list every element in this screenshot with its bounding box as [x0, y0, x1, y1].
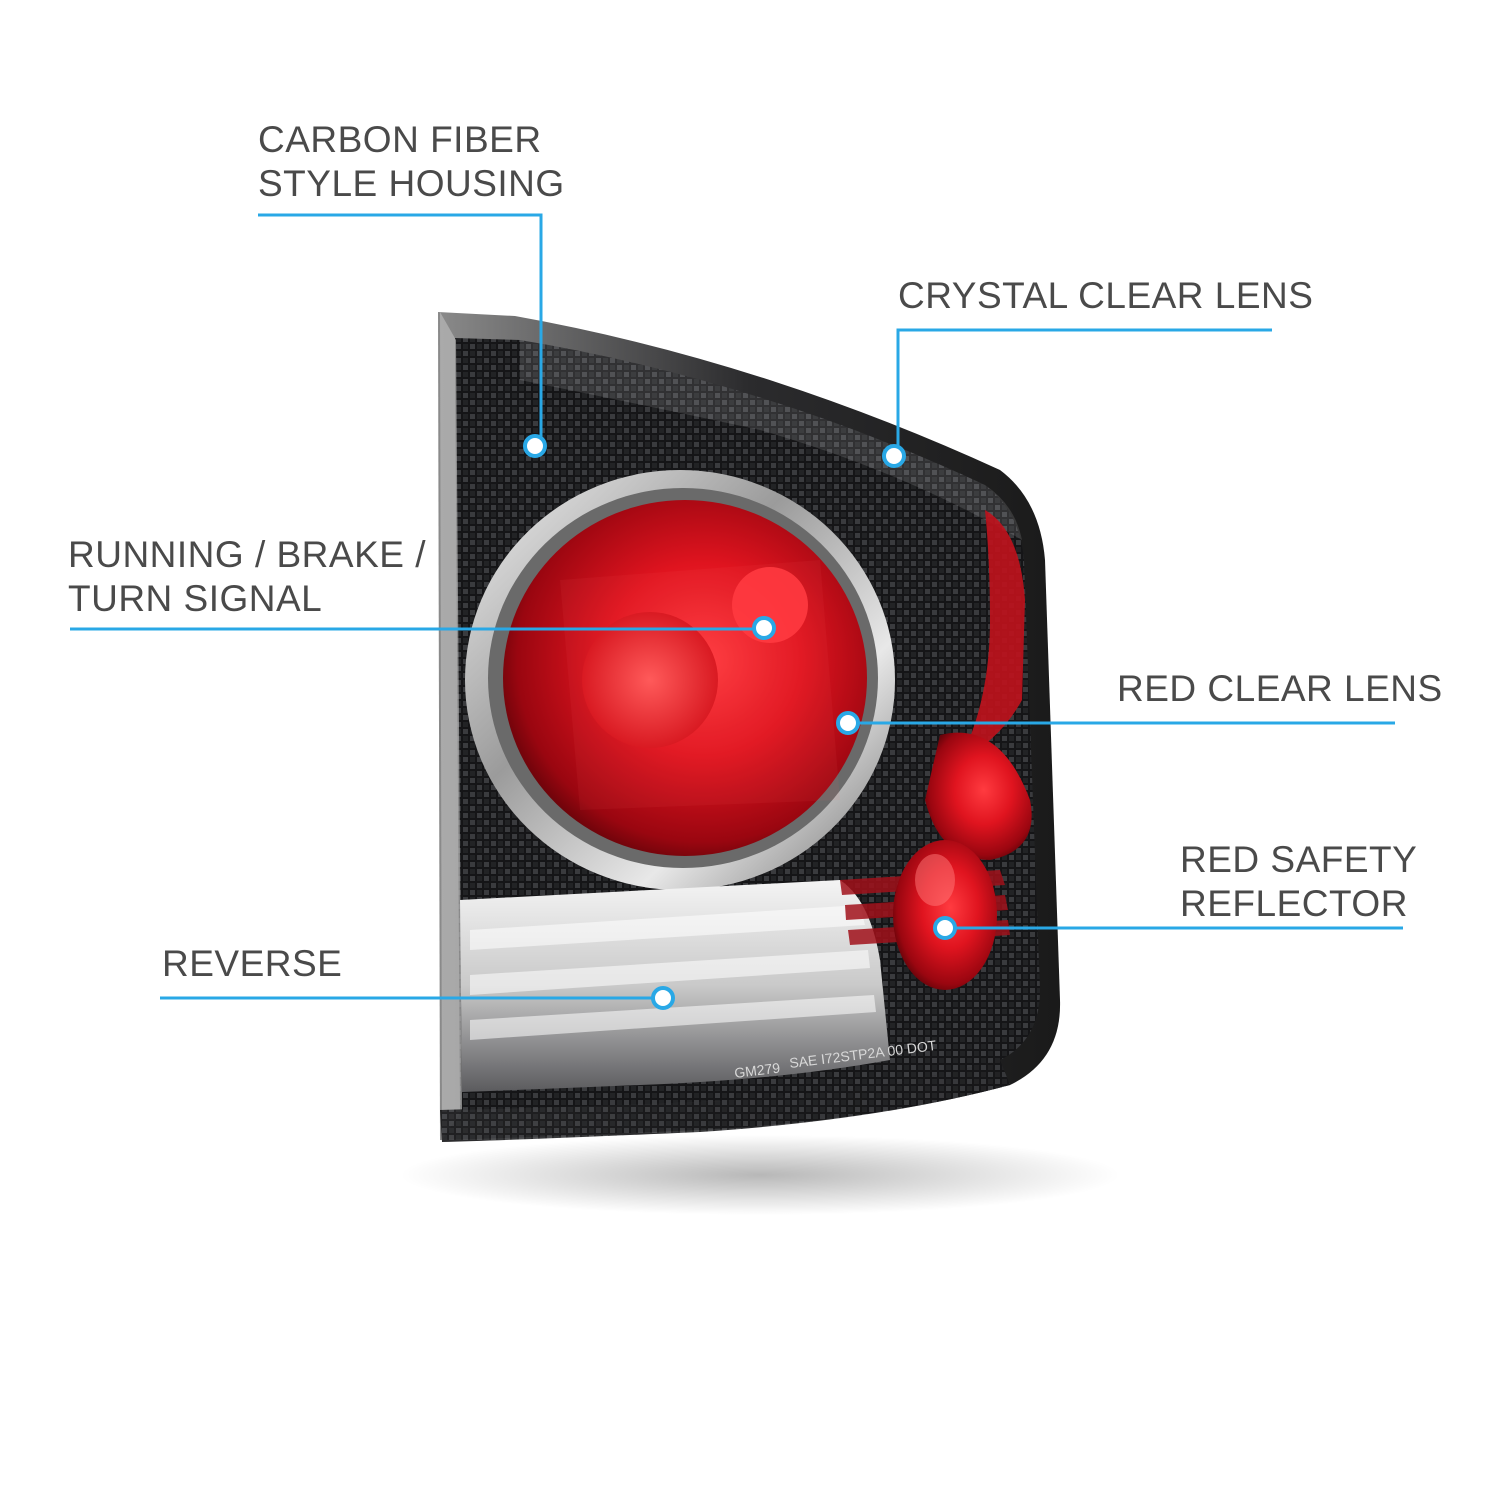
callout-line-crystal-clear — [896, 328, 1272, 455]
label-red-safety-line1: RED SAFETY — [1180, 839, 1418, 880]
label-red-safety-line2: REFLECTOR — [1180, 883, 1408, 924]
model-marking: GM279 — [733, 1059, 781, 1081]
callout-dot-reverse — [651, 986, 675, 1010]
reflector-highlight — [915, 854, 955, 906]
callout-dot-carbon-fiber — [523, 434, 547, 458]
label-carbon-fiber-line2: STYLE HOUSING — [258, 163, 565, 204]
center-bulb-cap — [732, 567, 808, 643]
callout-lines — [70, 213, 1403, 1000]
label-running-brake: RUNNING / BRAKE / TURN SIGNAL — [68, 533, 426, 621]
label-running-brake-line2: TURN SIGNAL — [68, 578, 323, 619]
label-reverse-line1: REVERSE — [162, 943, 343, 984]
left-edge — [440, 312, 462, 1140]
label-carbon-fiber-line1: CARBON FIBER — [258, 119, 542, 160]
upper-red-strip — [960, 510, 1025, 760]
callout-dot-crystal-clear — [882, 444, 906, 468]
center-bulb — [582, 612, 718, 748]
label-running-brake-line1: RUNNING / BRAKE / — [68, 534, 426, 575]
bottom-strip — [440, 1060, 1010, 1142]
red-inner-bulb — [925, 732, 1032, 860]
label-red-safety: RED SAFETY REFLECTOR — [1180, 838, 1417, 926]
label-reverse: REVERSE — [162, 942, 342, 986]
callout-dot-red-clear — [836, 711, 860, 735]
label-crystal-clear: CRYSTAL CLEAR LENS — [898, 274, 1313, 318]
label-carbon-fiber: CARBON FIBER STYLE HOUSING — [258, 118, 565, 206]
callout-dot-running-brake — [752, 616, 776, 640]
floor-shadow — [400, 1135, 1120, 1215]
callout-dot-red-safety — [933, 916, 957, 940]
crystal-clear-lens — [520, 340, 1022, 540]
callout-line-carbon-fiber — [258, 213, 543, 445]
label-red-clear: RED CLEAR LENS — [1117, 667, 1443, 711]
label-red-clear-line1: RED CLEAR LENS — [1117, 668, 1443, 709]
callout-dots — [523, 434, 957, 1010]
reverse-lens-bands — [470, 905, 876, 1040]
label-crystal-clear-line1: CRYSTAL CLEAR LENS — [898, 275, 1314, 316]
